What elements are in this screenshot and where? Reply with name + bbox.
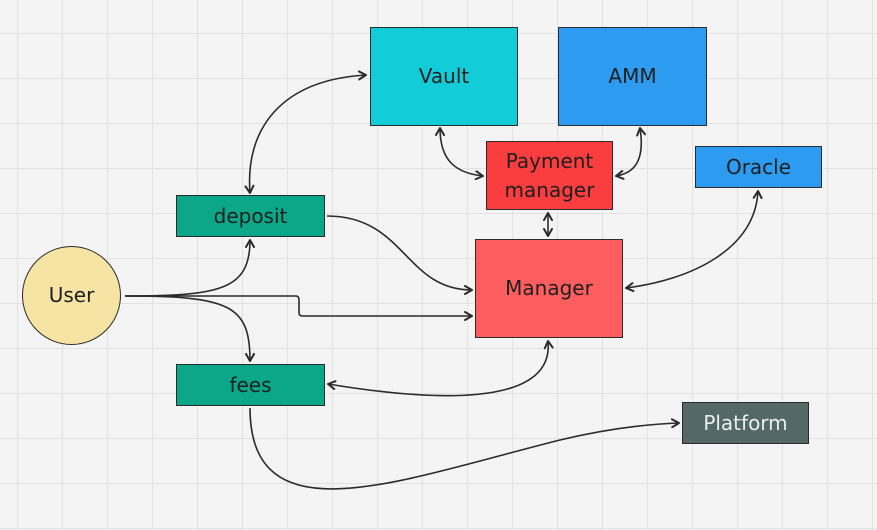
edge-vault-to-payment[interactable]	[435, 127, 484, 181]
edge-oracle-to-manager[interactable]	[625, 190, 763, 293]
edge-amm-to-payment[interactable]	[615, 127, 647, 180]
amm-label: AMM	[608, 64, 657, 88]
manager-label: Manager	[505, 276, 593, 300]
edge-deposit-to-manager[interactable]	[326, 215, 473, 295]
user-label: User	[48, 283, 95, 307]
vault-node[interactable]: Vault	[370, 27, 518, 126]
user-node[interactable]: User	[22, 246, 121, 345]
fees-label: fees	[229, 372, 272, 397]
edge-fees-to-platform[interactable]	[249, 407, 680, 490]
fees-node[interactable]: fees	[176, 364, 325, 406]
manager-node[interactable]: Manager	[475, 239, 623, 338]
deposit-label: deposit	[213, 203, 288, 228]
oracle-node[interactable]: Oracle	[695, 146, 822, 188]
platform-label: Platform	[703, 410, 788, 435]
deposit-node[interactable]: deposit	[176, 195, 325, 237]
payment-manager-node[interactable]: Payment manager	[486, 141, 613, 210]
vault-label: Vault	[418, 64, 470, 88]
edge-user-to-deposit[interactable]	[124, 239, 255, 297]
edge-manager-to-fees[interactable]	[327, 340, 554, 397]
payment-manager-label: Payment manager	[504, 148, 595, 202]
oracle-label: Oracle	[725, 154, 792, 179]
edge-user-to-manager[interactable]	[125, 295, 473, 321]
platform-node[interactable]: Platform	[682, 402, 809, 444]
amm-node[interactable]: AMM	[558, 27, 707, 126]
edge-deposit-to-vault[interactable]	[244, 70, 367, 194]
edge-user-to-fees[interactable]	[124, 295, 255, 362]
